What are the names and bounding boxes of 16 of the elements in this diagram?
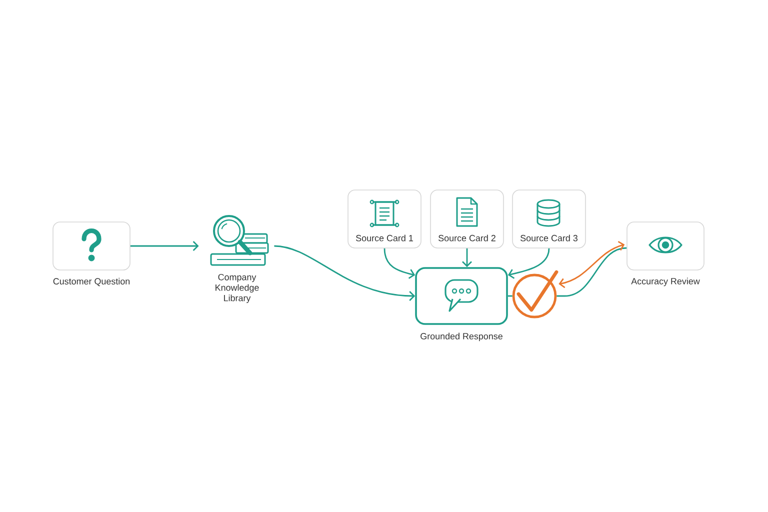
connector-line: [556, 247, 627, 297]
node-label: Company Knowledge Library: [216, 274, 259, 304]
source-card: Source Card 3: [512, 190, 586, 248]
node-label: Customer Question: [53, 278, 130, 286]
double-arrow: [558, 240, 625, 288]
arrow: [508, 248, 550, 279]
node-label: Grounded Response: [420, 332, 502, 342]
arrow: [384, 248, 416, 279]
arrow: [462, 248, 472, 268]
node-label: Accuracy Review: [631, 278, 700, 286]
arrow: [130, 241, 199, 251]
connector-line: [508, 295, 512, 297]
check-circle-mark: [512, 270, 558, 318]
source-card: Source Card 2: [430, 190, 504, 248]
source-card: Source Card 1: [348, 190, 422, 248]
arrow: [274, 245, 416, 301]
